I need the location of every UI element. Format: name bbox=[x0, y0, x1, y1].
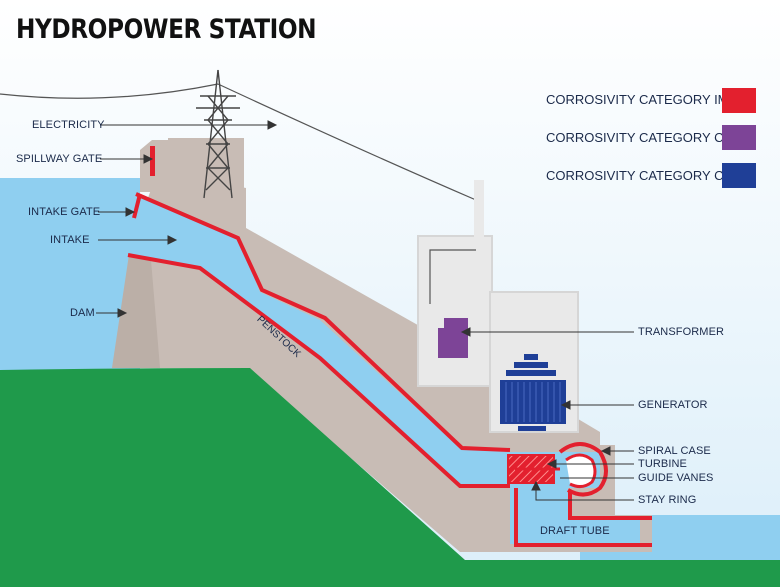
draft-tube-lining-inner bbox=[568, 490, 652, 520]
chimney bbox=[474, 180, 484, 242]
label-spiral-case: SPIRAL CASE bbox=[638, 445, 711, 457]
legend-label-im1: CORROSIVITY CATEGORY IM1 bbox=[546, 92, 736, 107]
label-dam: DAM bbox=[70, 307, 95, 319]
label-intake-gate: INTAKE GATE bbox=[28, 206, 101, 218]
label-draft-tube: DRAFT TUBE bbox=[540, 525, 610, 537]
label-transformer: TRANSFORMER bbox=[638, 326, 725, 338]
label-stay-ring: STAY RING bbox=[638, 494, 697, 506]
label-turbine: TURBINE bbox=[638, 458, 687, 470]
page-title: HYDROPOWER STATION bbox=[16, 14, 317, 45]
power-line-left bbox=[0, 83, 219, 99]
penstock-lining-bottom bbox=[127, 253, 510, 488]
callout-arrows bbox=[96, 120, 634, 501]
legend-label-c2: CORROSIVITY CATEGORY C2 bbox=[546, 168, 731, 183]
label-electricity: ELECTRICITY bbox=[32, 119, 105, 131]
label-spillway-gate: SPILLWAY GATE bbox=[16, 153, 103, 165]
label-guide-vanes: GUIDE VANES bbox=[638, 472, 714, 484]
intake-gate bbox=[132, 193, 142, 219]
legend-swatch-c2 bbox=[722, 163, 756, 188]
powerhouse-tower bbox=[417, 235, 493, 387]
spiral-case-inner bbox=[565, 453, 597, 489]
transmission-tower bbox=[196, 69, 240, 199]
penstock-water bbox=[128, 194, 510, 484]
spillway-gate bbox=[150, 146, 155, 176]
dam-face bbox=[112, 248, 160, 368]
transformer-top bbox=[444, 318, 468, 328]
spiral-case bbox=[558, 442, 608, 497]
label-intake: INTAKE bbox=[50, 234, 90, 246]
penstock-lining-top bbox=[135, 192, 511, 452]
ground bbox=[0, 368, 780, 587]
generator-stripes bbox=[505, 382, 561, 422]
legend-label-c4: CORROSIVITY CATEGORY C4 bbox=[546, 130, 731, 145]
power-line-right bbox=[217, 83, 477, 262]
generator bbox=[500, 354, 566, 431]
label-generator: GENERATOR bbox=[638, 399, 708, 411]
transformer-cable bbox=[429, 249, 476, 304]
legend-swatch-im1 bbox=[722, 88, 756, 113]
legend-swatch-c4 bbox=[722, 125, 756, 150]
draft-tube-lining bbox=[514, 488, 652, 547]
